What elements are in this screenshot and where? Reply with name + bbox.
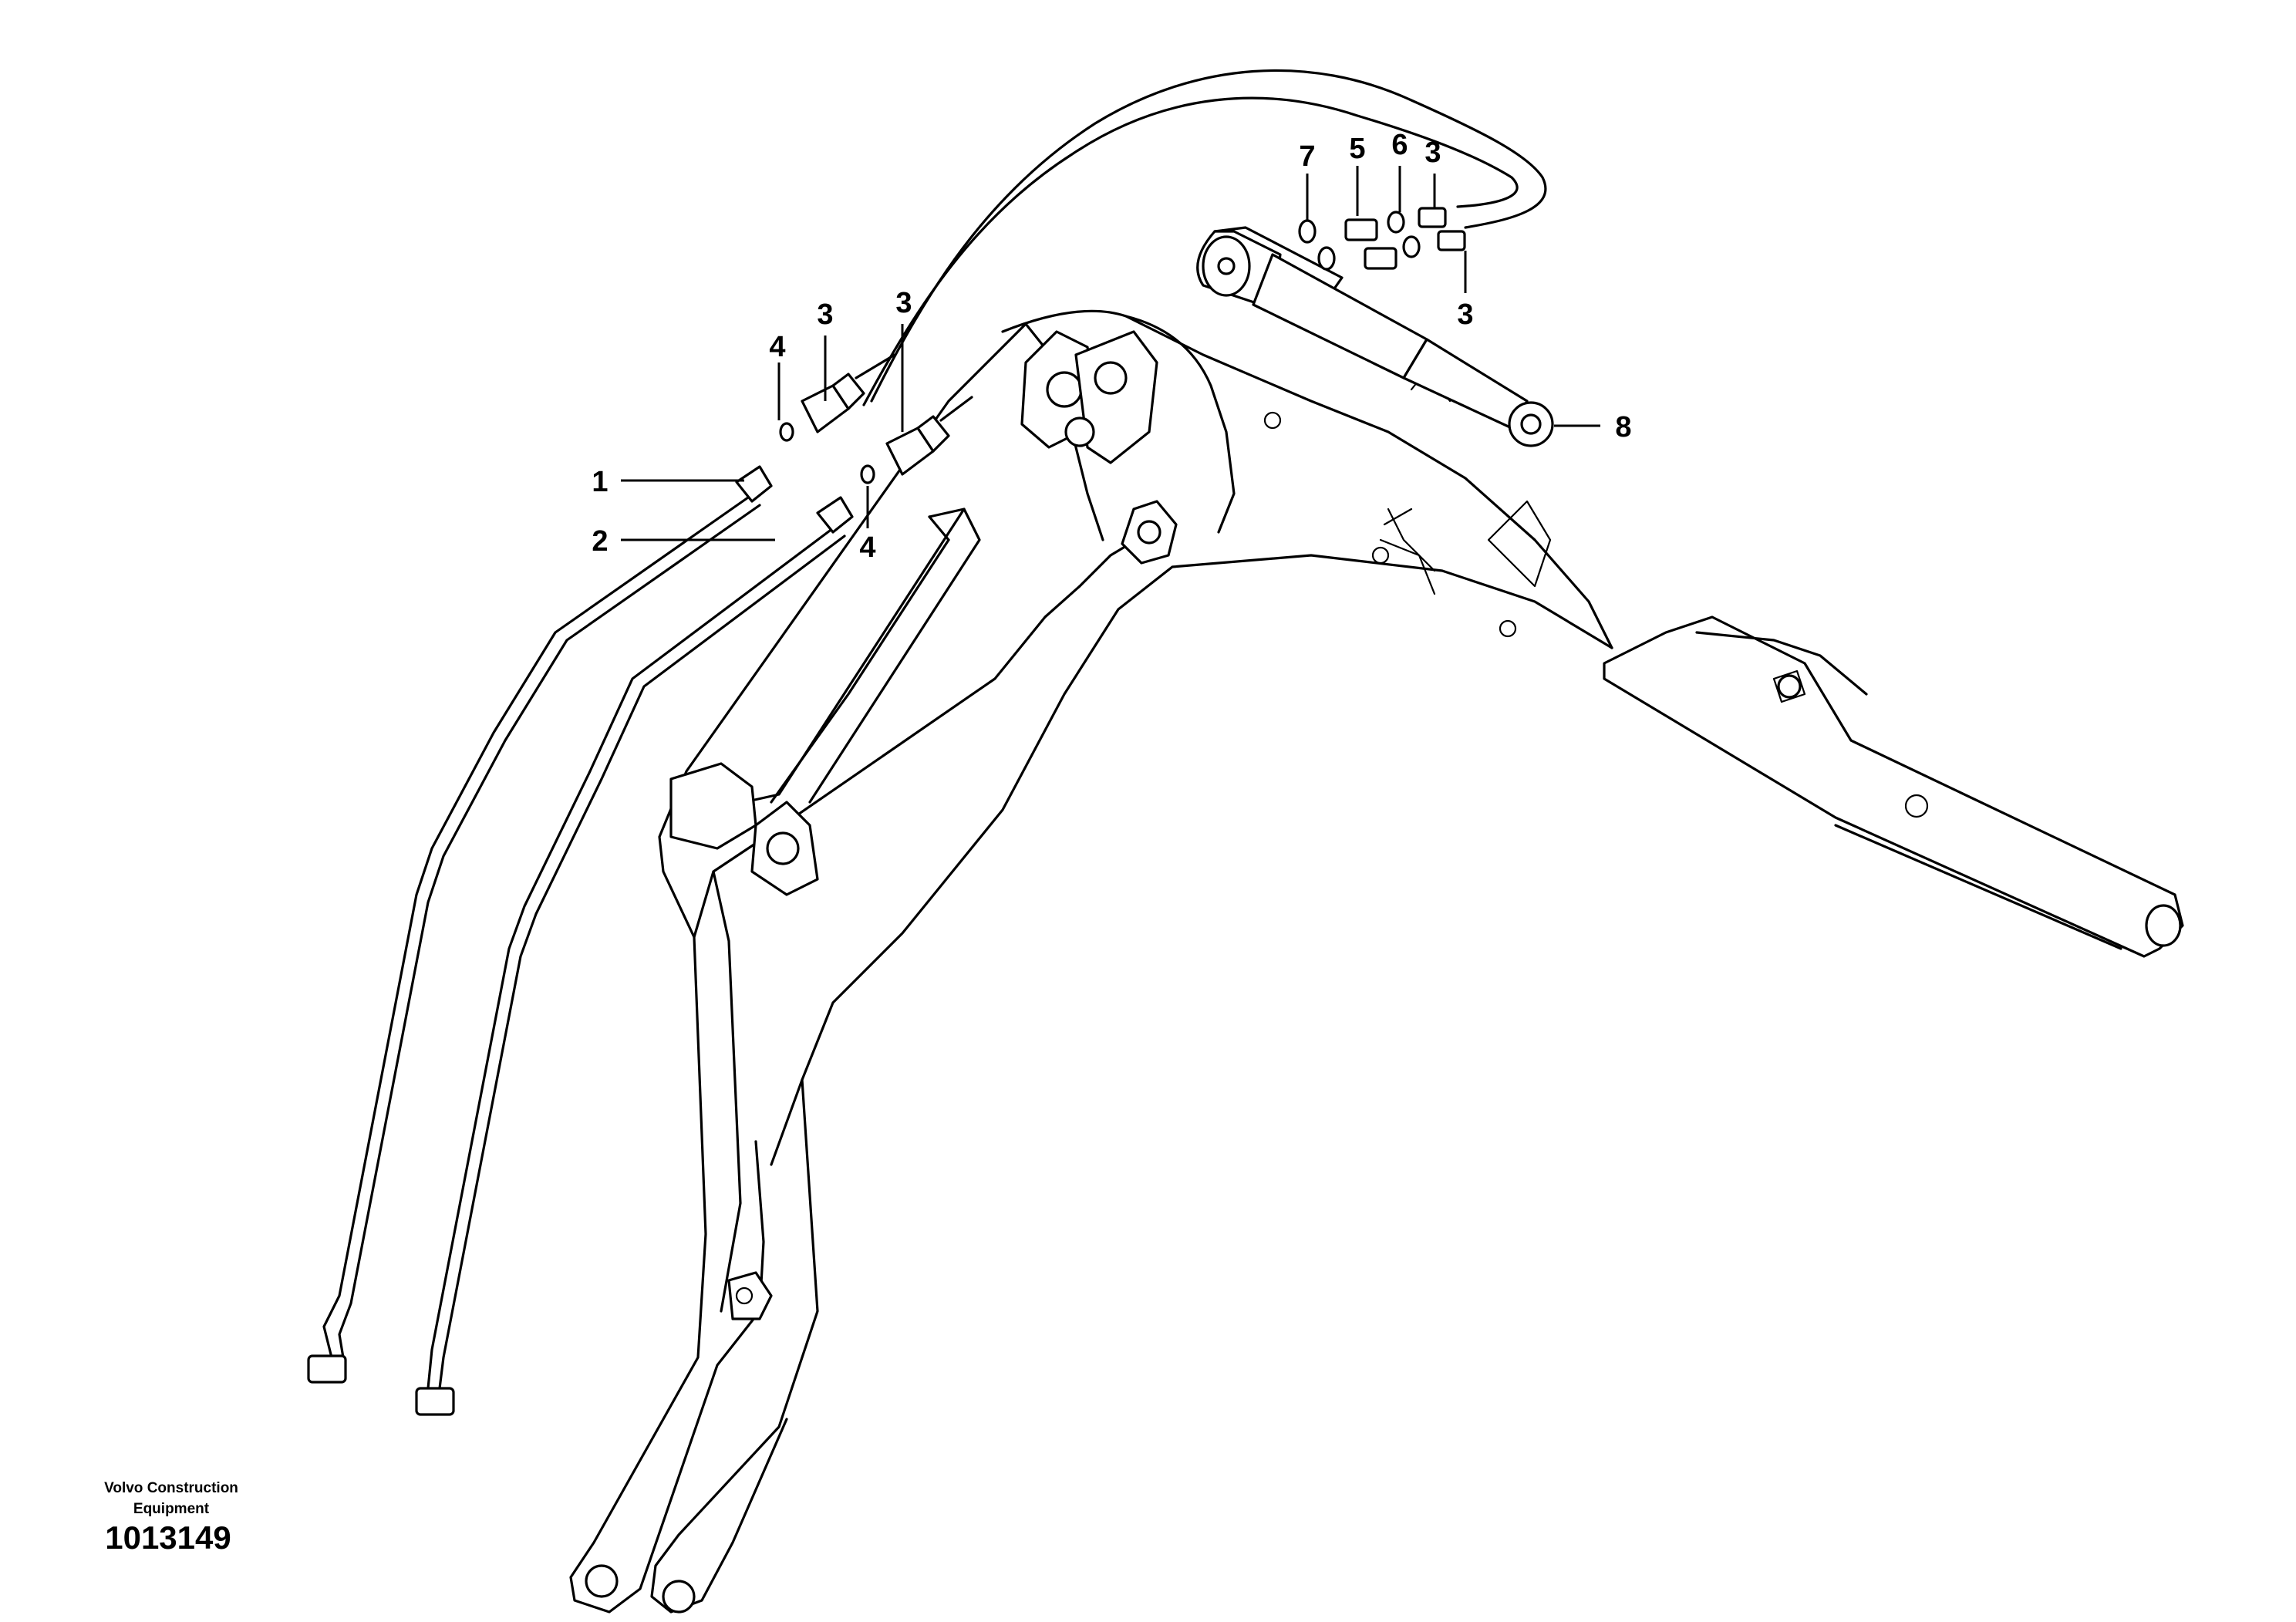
callout-label: 4 bbox=[769, 331, 785, 363]
callout-label: 4 bbox=[859, 531, 875, 564]
callout-label: 6 bbox=[1391, 129, 1408, 161]
pipe-1 bbox=[307, 465, 773, 1384]
leader-lines bbox=[621, 166, 1600, 541]
title-block: Volvo Construction Equipment 1013149 bbox=[104, 1480, 238, 1556]
callout-label: 5 bbox=[1349, 133, 1365, 165]
callout-label: 8 bbox=[1615, 411, 1631, 443]
callout-label: 3 bbox=[1457, 298, 1473, 331]
publisher-line-2: Equipment bbox=[133, 1501, 210, 1517]
callout-label: 3 bbox=[1424, 137, 1441, 169]
callout-label: 1 bbox=[592, 466, 608, 498]
pipe-end-fittings bbox=[779, 353, 973, 484]
callout-label: 3 bbox=[895, 287, 912, 319]
callout-labels: 1 2 3 3 3 3 3 4 4 5 6 7 8 bbox=[592, 129, 1631, 564]
hose-loop bbox=[862, 69, 1547, 406]
callout-label: 2 bbox=[592, 525, 608, 558]
arm-section bbox=[1603, 615, 2184, 958]
publisher-line-1: Volvo Construction bbox=[104, 1480, 238, 1496]
callout-label: 3 bbox=[817, 298, 833, 331]
cylinder-fittings bbox=[1298, 207, 1466, 271]
boom bbox=[569, 309, 1613, 1614]
callout-label: 7 bbox=[1299, 140, 1315, 173]
drawing-number: 1013149 bbox=[105, 1519, 231, 1556]
hydraulic-cylinder bbox=[1196, 226, 1554, 447]
pipe-2 bbox=[415, 496, 854, 1416]
